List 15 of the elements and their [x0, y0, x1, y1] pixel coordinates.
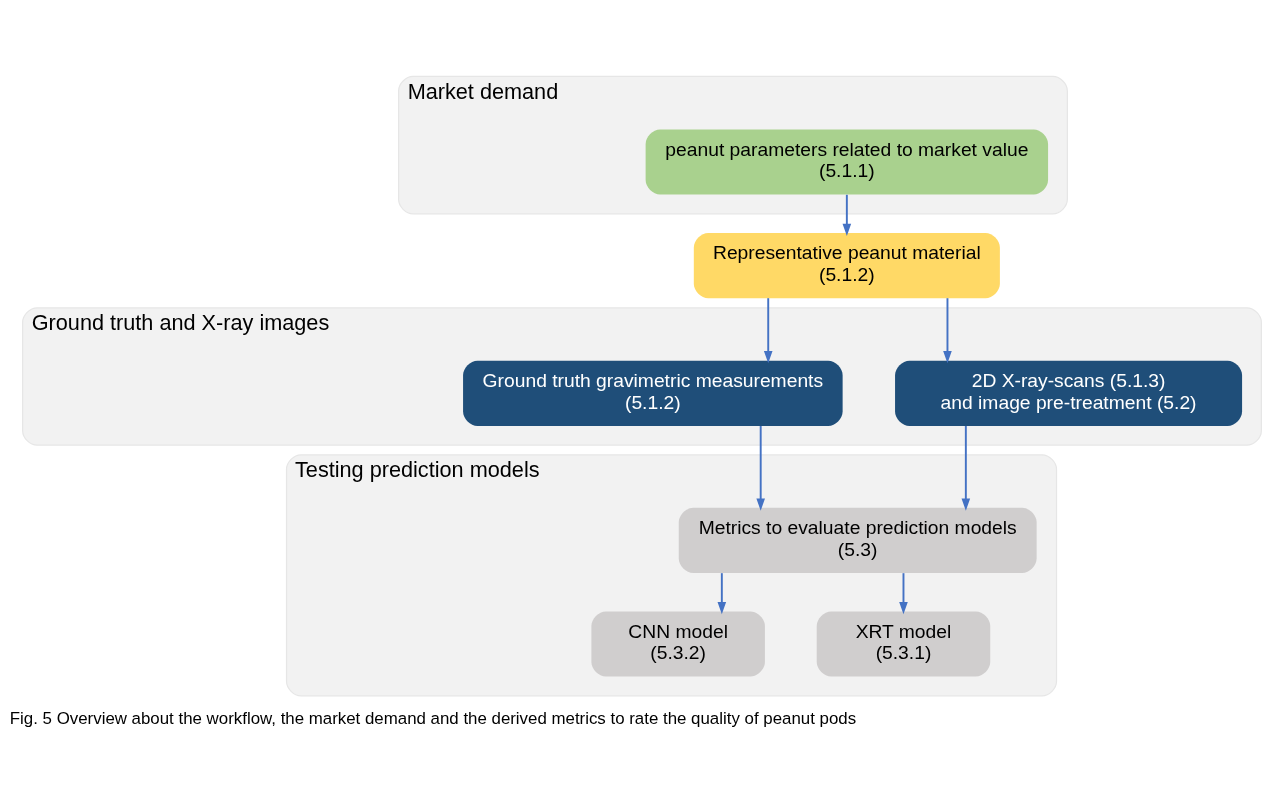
node-box: XRT model (5.3.1) — [816, 611, 991, 677]
node-box: Representative peanut material (5.1.2) — [693, 232, 1000, 298]
node-box: CNN model (5.3.2) — [591, 611, 765, 677]
arrow — [717, 571, 727, 614]
arrow — [943, 296, 952, 363]
caption: Fig. 5 Overview about the workflow, the market demand and the derived metrics to rate the quality of peanut pods — [9, 708, 857, 728]
arrow — [961, 424, 971, 511]
arrow — [842, 193, 852, 236]
arrow — [763, 296, 773, 363]
node-box: peanut parameters related to market value (5.1.1) — [645, 129, 1049, 195]
arrow — [899, 571, 908, 614]
node-box: Ground truth gravimetric measurements (5.1.2) — [463, 360, 843, 426]
node-box: Metrics to evaluate prediction models (5.3) — [678, 507, 1037, 573]
node-box: 2D X-ray-scans (5.1.3) and image pre-treatment (5.2) — [895, 360, 1243, 426]
arrow — [756, 424, 765, 511]
